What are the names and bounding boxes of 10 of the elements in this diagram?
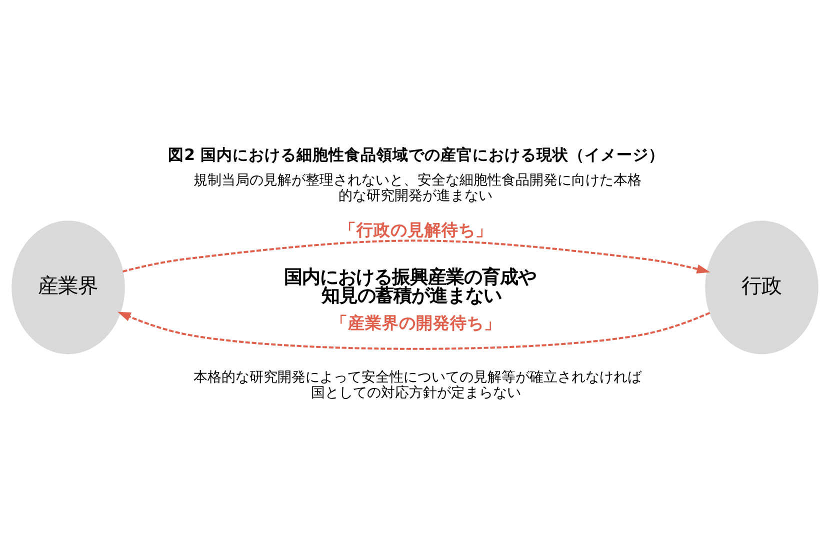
edge-label: 「産業界の開発待ち」 [331,313,502,332]
node-ellipse: 行政 [705,220,818,354]
label: 国内における振興産業の育成や知見の蓄積が進まない [284,266,536,306]
arrow [117,312,710,350]
node-ellipse: 産業界 [12,220,125,354]
edge-label: 「行政の見解待ち」 [339,220,492,240]
arrow [122,240,710,274]
label: 規制当局の見解が整理されないと、安全な細胞性食品開発に向けた本格的な研究開発が進まない [194,172,642,204]
diagram-title: 図2 国内における細胞性食品領域での産官における現状（イメージ） [168,144,665,164]
label: 本格的な研究開発によって安全性についての見解等が確立されなければ国としての対応方針が定まらない [194,369,642,402]
